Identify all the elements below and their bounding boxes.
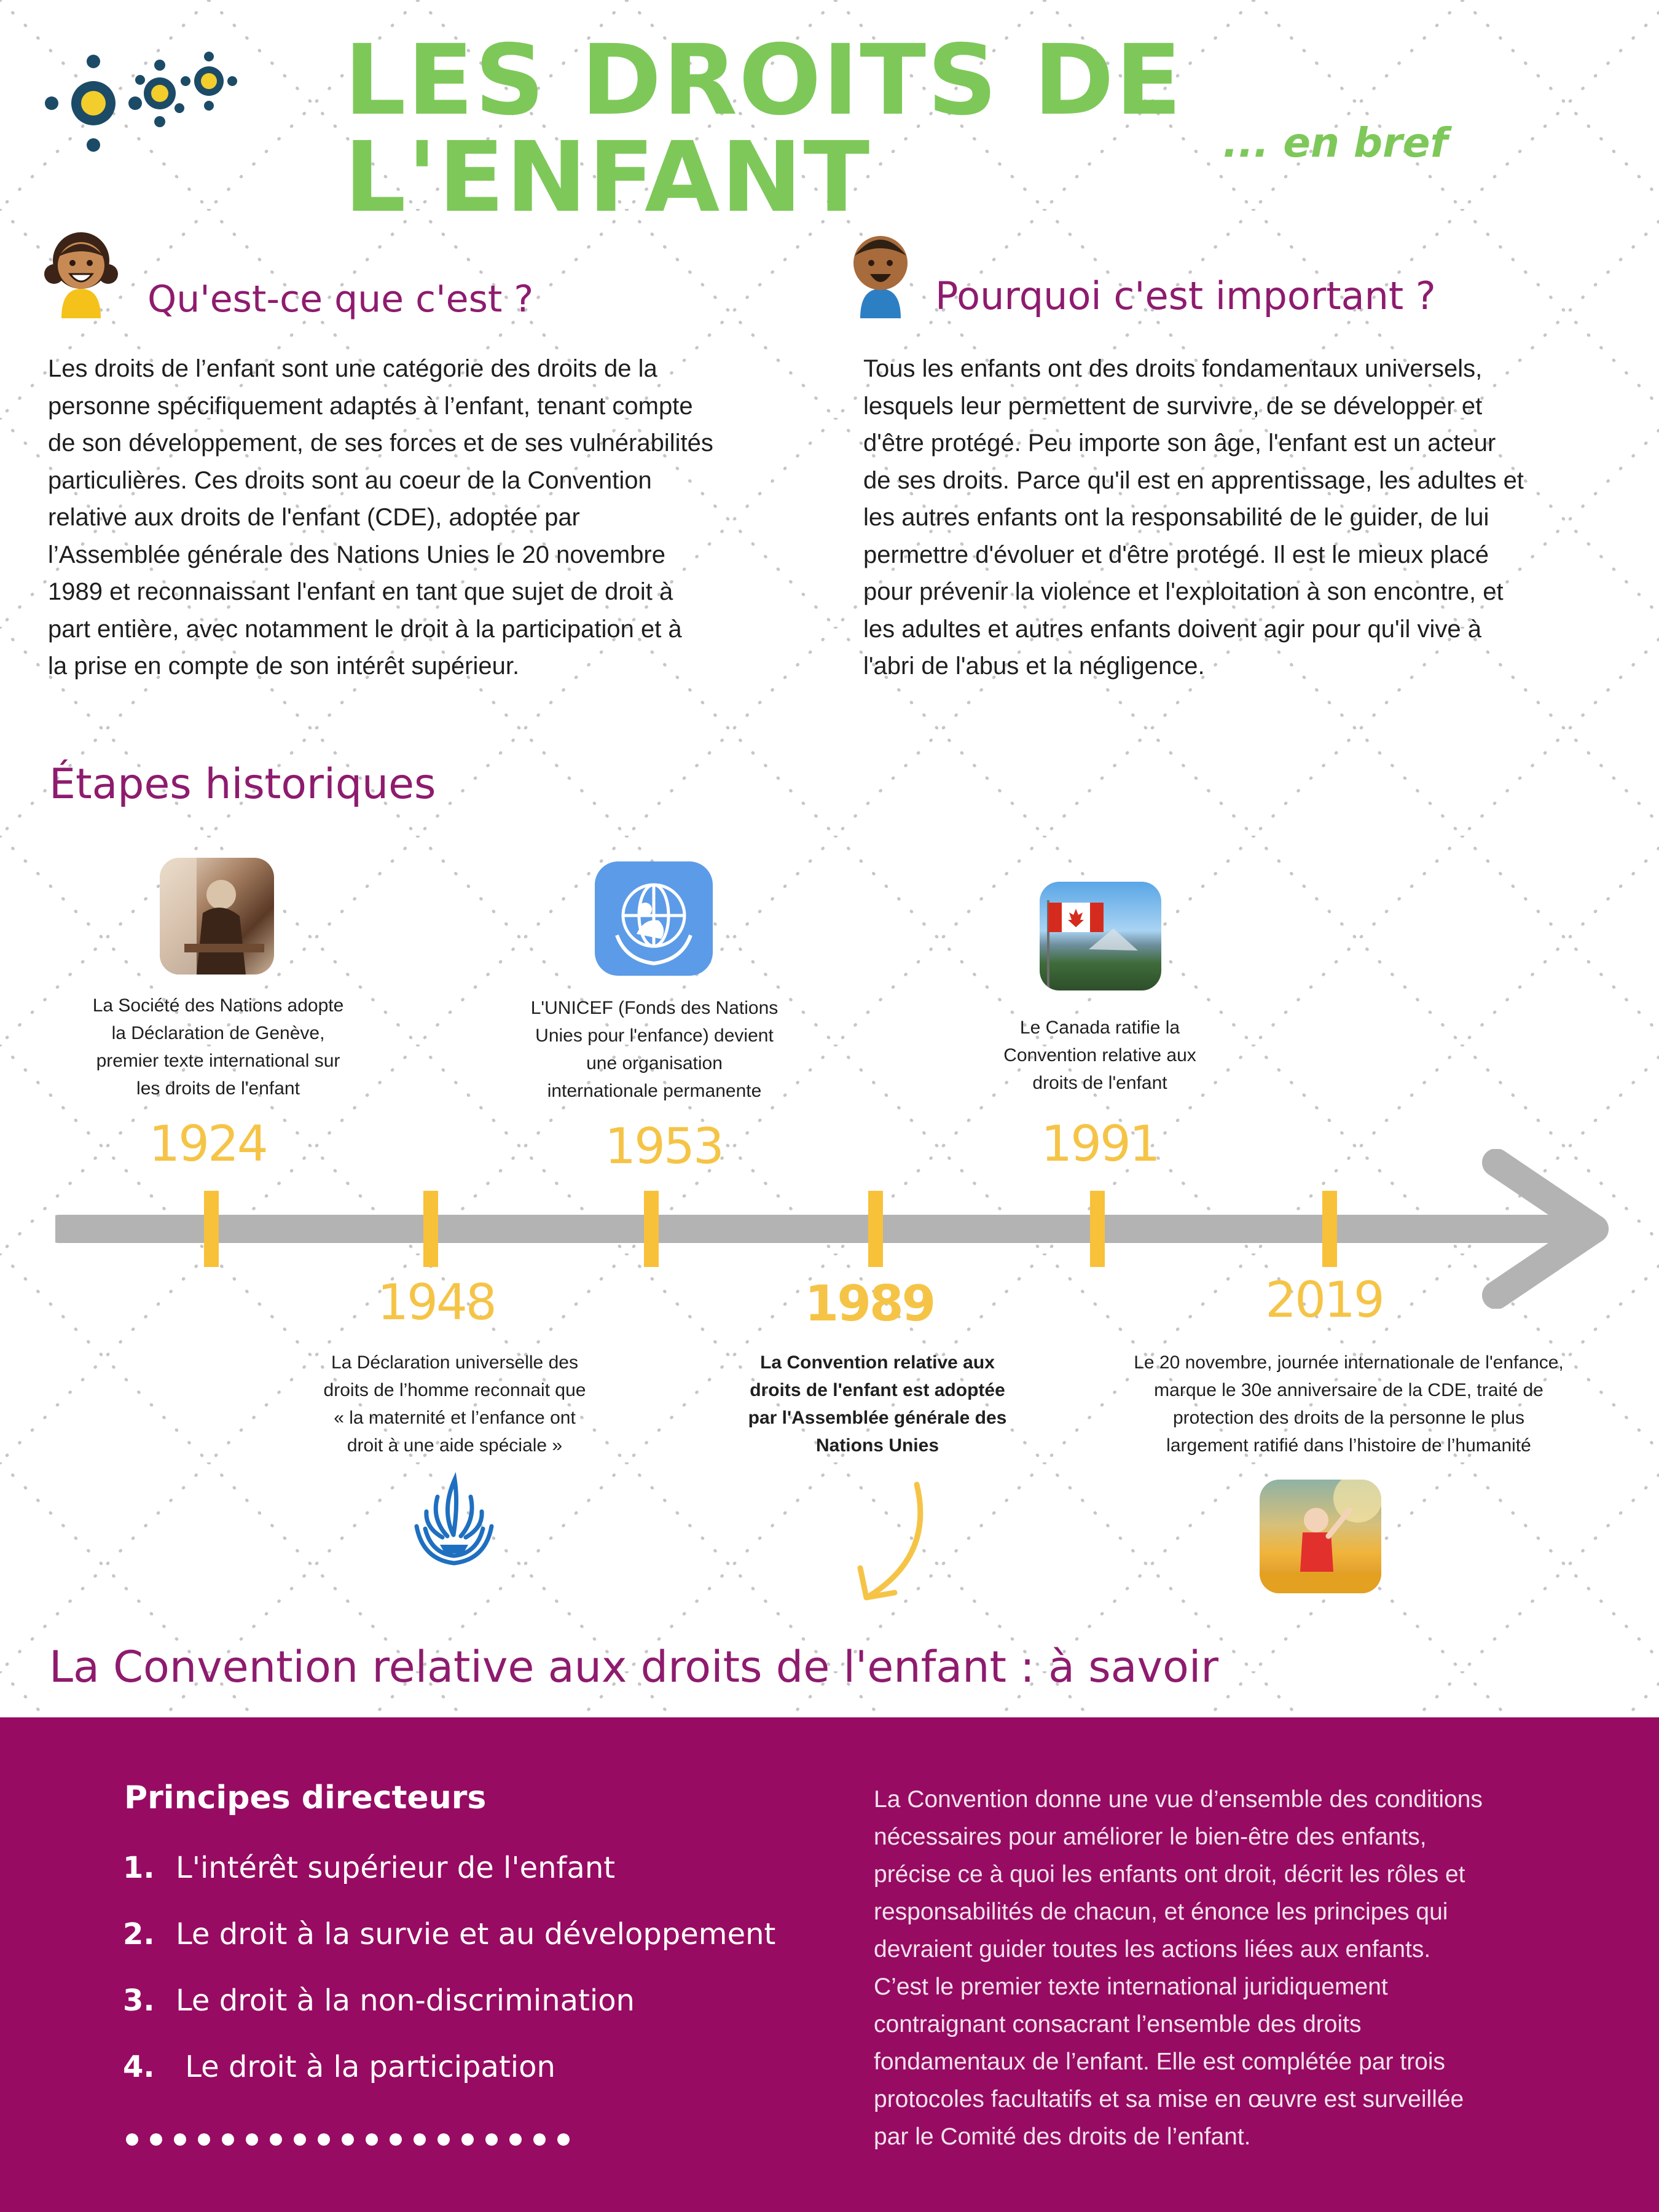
event-2019-text: Le 20 novembre, journée internationale d… <box>1134 1352 1564 1456</box>
tick-1953 <box>644 1191 659 1267</box>
un-human-rights-flame-icon <box>414 1472 494 1566</box>
principle-item: 1.L'intérêt supérieur de l'enfant <box>123 1851 616 1885</box>
principles-list: 1.L'intérêt supérieur de l'enfant 2.Le d… <box>123 1849 775 2115</box>
boy-avatar-icon <box>853 236 908 318</box>
convention-band <box>0 1717 1659 2212</box>
tick-1948 <box>423 1191 438 1267</box>
flowers-logo-icon <box>45 52 237 152</box>
canada-flag-photo <box>1040 882 1161 990</box>
year-1989: 1989 <box>804 1275 936 1332</box>
principles-title: Principes directeurs <box>124 1779 487 1816</box>
convention-paragraph: La Convention donne une vue d’ensemble d… <box>874 1786 1483 2150</box>
year-1948: 1948 <box>377 1274 497 1331</box>
year-2019: 2019 <box>1265 1271 1385 1328</box>
decorative-dots <box>126 2133 581 2148</box>
what-paragraph: Les droits de l’enfant sont une catégori… <box>48 355 713 680</box>
principle-item: 4. Le droit à la participation <box>123 2050 555 2084</box>
year-1953: 1953 <box>605 1118 724 1175</box>
curved-arrow-icon <box>857 1481 924 1601</box>
tick-1991 <box>1090 1191 1105 1267</box>
page-subtitle: ... en bref <box>1223 119 1448 167</box>
timeline-heading: Étapes historiques <box>49 760 436 809</box>
year-1991: 1991 <box>1041 1115 1161 1172</box>
dotted-background-pattern <box>0 0 1659 1720</box>
principle-item: 3.Le droit à la non-discrimination <box>123 1983 635 2018</box>
what-heading: Qu'est-ce que c'est ? <box>147 278 534 321</box>
tick-1989 <box>868 1191 883 1267</box>
girl-avatar-icon <box>44 232 118 318</box>
historical-photo-woman-writing <box>160 858 274 975</box>
child-autumn-photo <box>1260 1480 1381 1593</box>
page-title: LES DROITS DE L'ENFANT <box>344 24 1183 234</box>
year-1924: 1924 <box>149 1115 269 1172</box>
tick-1924 <box>204 1191 219 1267</box>
tick-2019 <box>1322 1191 1337 1267</box>
why-heading: Pourquoi c'est important ? <box>935 273 1436 318</box>
why-paragraph: Tous les enfants ont des droits fondamen… <box>863 355 1524 680</box>
timeline-arrow <box>55 1149 1609 1309</box>
principle-item: 2.Le droit à la survie et au développeme… <box>123 1917 776 1951</box>
unicef-logo-icon <box>595 861 713 976</box>
convention-heading: La Convention relative aux droits de l'e… <box>49 1642 1219 1692</box>
